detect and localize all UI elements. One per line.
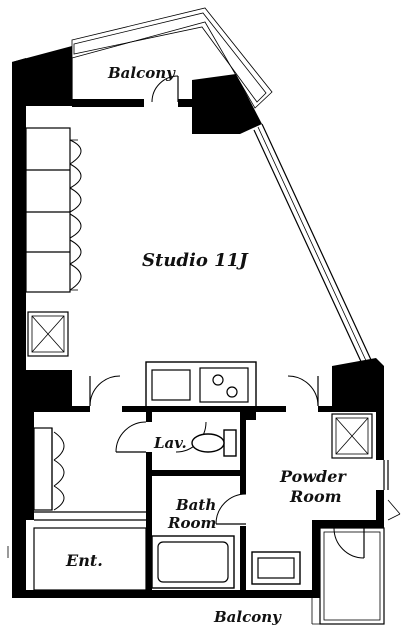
wall-left (12, 58, 26, 592)
powder-window (383, 460, 401, 521)
studio-closet (25, 127, 82, 293)
bath-room (146, 476, 301, 592)
column-right (332, 358, 384, 412)
balcony-door-top (151, 75, 179, 103)
balcony-bottom-area (311, 527, 385, 625)
hall-closet (33, 427, 146, 521)
wall-under-balcony (72, 99, 144, 107)
lav-room (115, 412, 246, 476)
label-lav: Lav. (153, 434, 187, 452)
entrance (7, 527, 147, 591)
wall-right-lower (376, 412, 384, 460)
powder-room (246, 412, 384, 598)
middle-walls (26, 375, 336, 520)
label-powder-room-1: Powder (279, 467, 347, 486)
column-top-right (192, 74, 262, 134)
column-top-left (12, 46, 72, 106)
kitchen-counter (145, 361, 257, 409)
label-powder-room-2: Room (289, 487, 342, 506)
wall-bottom (12, 590, 312, 598)
label-bath-room-1: Bath (175, 496, 216, 514)
column-studio-bottom-left (12, 370, 72, 412)
label-studio: Studio 11J (142, 250, 249, 271)
label-balcony-top: Balcony (107, 64, 176, 82)
label-bath-room-2: Room (167, 514, 216, 532)
wall-right-low2 (376, 490, 384, 520)
label-entrance: Ent. (65, 551, 103, 570)
studio-vent (27, 311, 69, 357)
label-balcony-bottom: Balcony (213, 608, 282, 626)
wall-under-balcony-right (178, 99, 196, 107)
outer-walls (12, 46, 384, 598)
